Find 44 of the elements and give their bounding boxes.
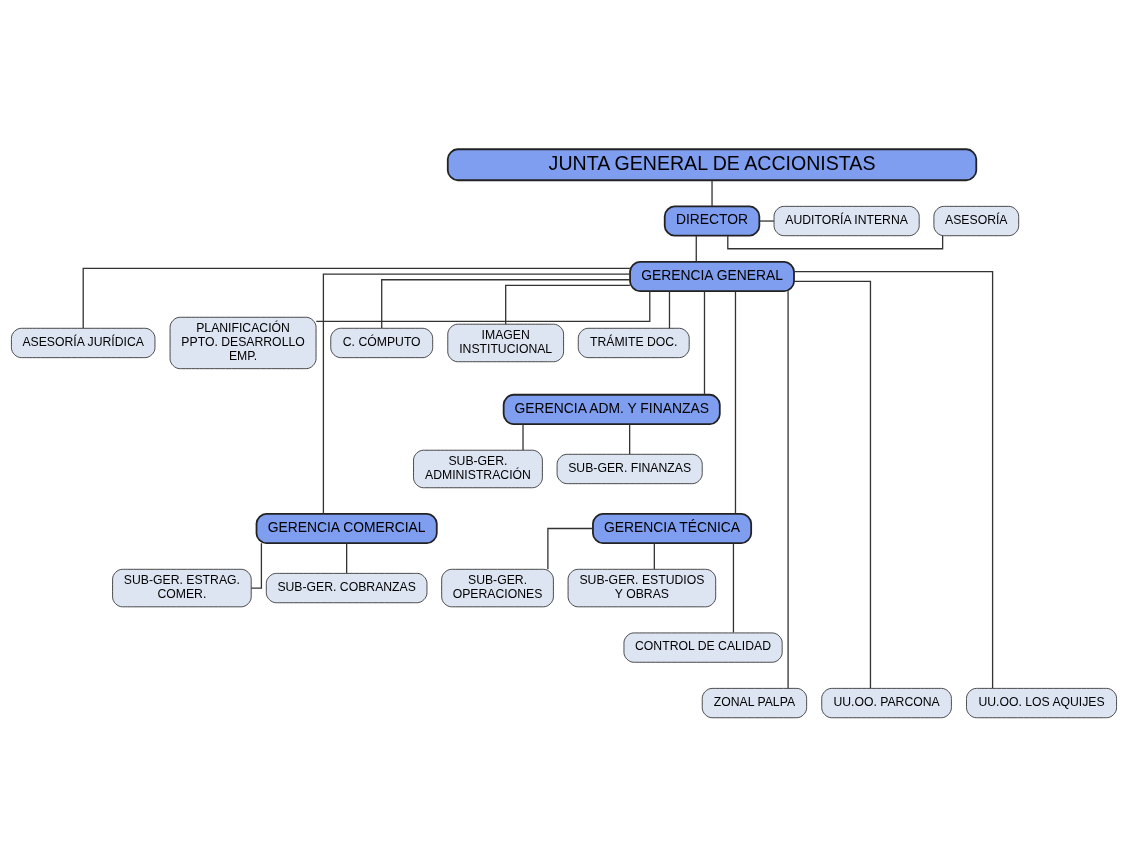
connector (793, 280, 872, 689)
connector (668, 290, 671, 329)
connector (758, 219, 775, 222)
node-box: SUB-GER. ESTUDIOS Y OBRAS (567, 568, 717, 607)
node-box: ASESORÍA (933, 205, 1020, 236)
node-box: SUB-GER. OPERACIONES (441, 568, 554, 607)
node-box: ZONAL PALPA (701, 687, 808, 718)
node-box: PLANIFICACIÓN PPTO. DESARROLLO EMP. (169, 316, 317, 369)
node-box: SUB-GER. ADMINISTRACIÓN (413, 449, 543, 488)
connector (629, 423, 631, 455)
node-box: GERENCIA TÉCNICA (592, 512, 753, 544)
connector (522, 423, 524, 451)
node-box: C. CÓMPUTO (330, 327, 434, 358)
node-box: AUDITORÍA INTERNA (773, 205, 920, 236)
node-box: JUNTA GENERAL DE ACCIONISTAS (446, 147, 978, 181)
connector (346, 542, 348, 574)
connector (734, 290, 737, 514)
connector (711, 179, 713, 207)
connector (82, 267, 631, 329)
connector (787, 290, 789, 689)
connector (653, 542, 655, 570)
connector (250, 542, 263, 589)
node-box: UU.OO. PARCONA (821, 687, 952, 718)
node-box: IMAGEN INSTITUCIONAL (447, 323, 564, 362)
node-box: SUB-GER. ESTRAG. COMER. (112, 568, 252, 607)
node-box: SUB-GER. FINANZAS (556, 453, 703, 484)
connector (695, 234, 697, 262)
connector (703, 290, 706, 395)
node-box: DIRECTOR (663, 204, 761, 237)
node-box: TRÁMITE DOC. (577, 327, 690, 358)
connector (547, 527, 594, 570)
node-box: UU.OO. LOS AQUIJES (966, 687, 1117, 718)
node-box: CONTROL DE CALIDAD (623, 632, 783, 663)
node-box: ASESORÍA JURÍDICA (11, 327, 156, 358)
connector (793, 270, 994, 689)
node-box: SUB-GER. COBRANZAS (265, 572, 428, 603)
connector (381, 278, 631, 329)
connector (322, 272, 631, 514)
connector (505, 284, 631, 325)
node-box: GERENCIA COMERCIAL (255, 512, 438, 544)
connector (315, 290, 651, 322)
node-box: GERENCIA GENERAL (629, 260, 795, 292)
connector (732, 542, 735, 633)
node-box: GERENCIA ADM. Y FINANZAS (502, 393, 721, 425)
